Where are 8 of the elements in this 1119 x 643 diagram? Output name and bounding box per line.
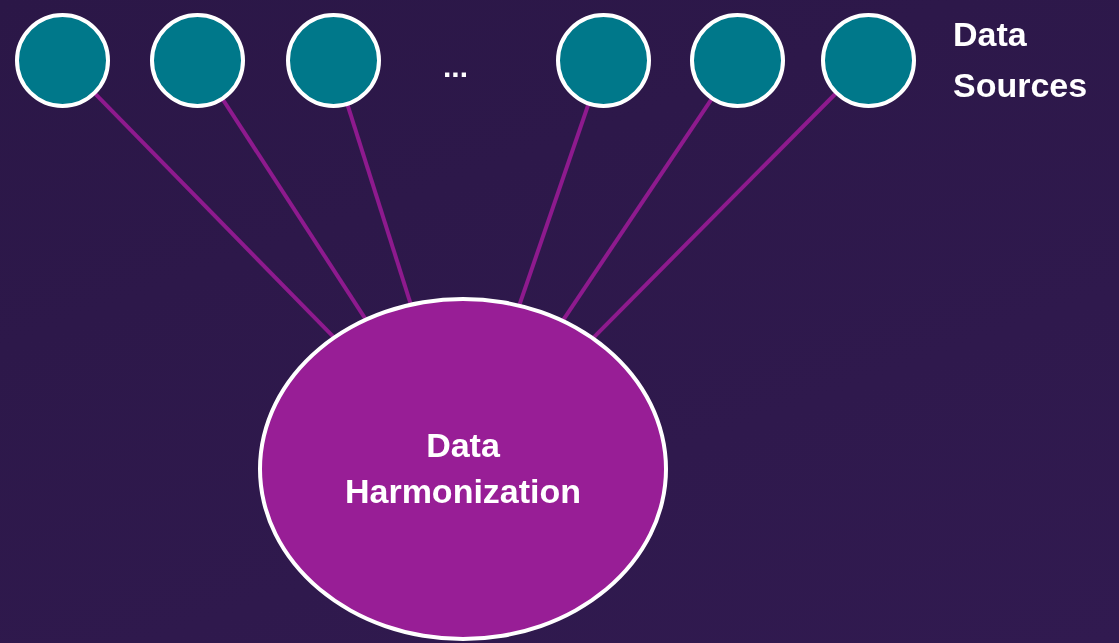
connector-line (561, 98, 714, 322)
connector-line (592, 92, 838, 339)
connector-line (93, 92, 335, 339)
ellipsis-text: ... (443, 49, 468, 85)
node-label: Data Harmonization (343, 425, 583, 512)
connector-line (221, 98, 368, 320)
connector-line (517, 103, 591, 306)
group-label: Data Sources (953, 14, 1089, 106)
